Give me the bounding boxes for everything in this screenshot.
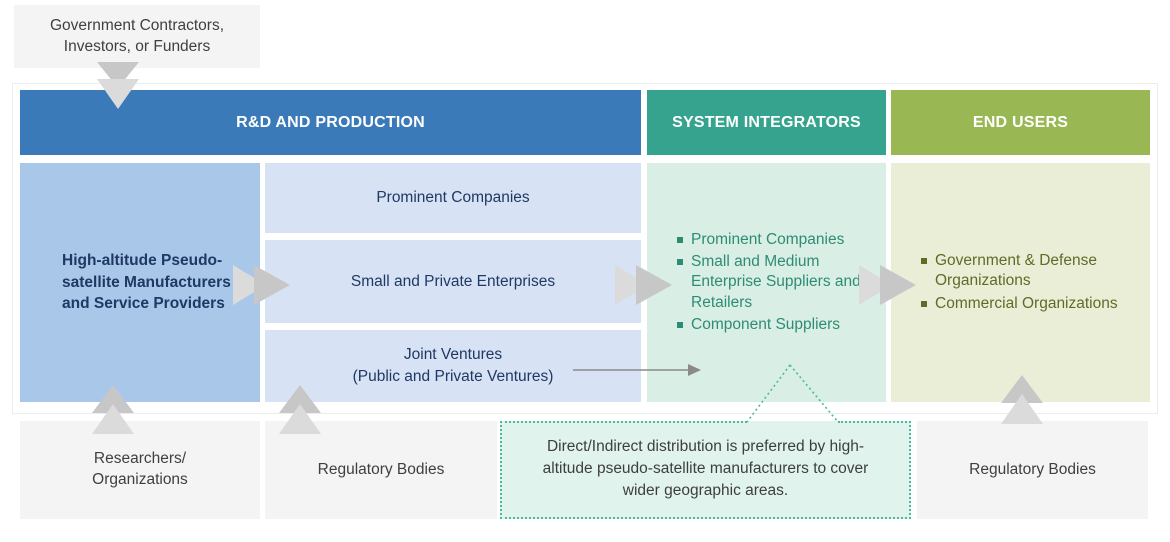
list-item: Small and Medium Enterprise Suppliers an… bbox=[677, 252, 872, 312]
up-arrow-icon bbox=[279, 385, 321, 434]
researchers-box: Researchers/ Organizations bbox=[20, 421, 260, 519]
bullet-square-icon bbox=[677, 321, 683, 328]
right-arrow-icon bbox=[615, 265, 672, 305]
prominent-companies-label: Prominent Companies bbox=[376, 189, 530, 207]
flow-arrow-icon bbox=[573, 364, 701, 376]
list-item: Prominent Companies bbox=[677, 230, 872, 250]
bullet-square-icon bbox=[921, 300, 927, 307]
regulatory-bodies-left-box: Regulatory Bodies bbox=[265, 421, 497, 519]
funders-label: Government Contractors, Investors, or Fu… bbox=[49, 16, 224, 55]
regulatory-bodies-label: Regulatory Bodies bbox=[969, 460, 1096, 478]
list-item-label: Commercial Organizations bbox=[935, 294, 1118, 312]
funders-box: Government Contractors, Investors, or Fu… bbox=[14, 5, 260, 68]
system-integrators-header: SYSTEM INTEGRATORS bbox=[647, 90, 886, 155]
end-users-box: Government & Defense Organizations Comme… bbox=[891, 163, 1150, 402]
bullet-square-icon bbox=[921, 258, 927, 265]
list-item-label: Prominent Companies bbox=[691, 231, 845, 249]
manufacturers-box: High-altitude Pseudo-satellite Manufactu… bbox=[20, 163, 260, 402]
list-item: Component Suppliers bbox=[677, 315, 872, 335]
regulatory-bodies-right-box: Regulatory Bodies bbox=[917, 421, 1148, 519]
list-item-label: Component Suppliers bbox=[691, 315, 841, 333]
list-item: Commercial Organizations bbox=[921, 294, 1140, 314]
callout-border-segment bbox=[838, 421, 911, 423]
system-integrators-box: Prominent Companies Small and Medium Ent… bbox=[647, 163, 886, 402]
researchers-label: Researchers/ Organizations bbox=[92, 450, 188, 488]
list-item-label: Small and Medium Enterprise Suppliers an… bbox=[691, 253, 861, 311]
end-users-list: Government & Defense Organizations Comme… bbox=[921, 249, 1140, 315]
distribution-callout: Direct/Indirect distribution is preferre… bbox=[500, 421, 911, 519]
right-arrow-icon bbox=[233, 265, 290, 305]
end-users-header: END USERS bbox=[891, 90, 1150, 155]
callout-pointer-icon bbox=[746, 364, 839, 423]
rnd-production-header-label: R&D AND PRODUCTION bbox=[236, 113, 425, 131]
distribution-callout-text: Direct/Indirect distribution is preferre… bbox=[542, 438, 869, 499]
end-users-header-label: END USERS bbox=[972, 113, 1069, 131]
callout-border-segment bbox=[500, 421, 747, 423]
prominent-companies-box: Prominent Companies bbox=[265, 163, 641, 233]
right-arrow-icon bbox=[859, 265, 916, 305]
regulatory-bodies-label: Regulatory Bodies bbox=[317, 460, 445, 478]
joint-ventures-label: Joint Ventures (Public and Private Ventu… bbox=[352, 346, 554, 385]
list-item: Government & Defense Organizations bbox=[921, 251, 1140, 291]
small-private-enterprises-label: Small and Private Enterprises bbox=[350, 272, 556, 290]
down-arrow-icon bbox=[97, 62, 139, 109]
system-integrators-list: Prominent Companies Small and Medium Ent… bbox=[677, 228, 872, 337]
up-arrow-icon bbox=[92, 385, 134, 434]
up-arrow-icon bbox=[1001, 375, 1043, 424]
joint-ventures-box: Joint Ventures (Public and Private Ventu… bbox=[265, 330, 641, 402]
bullet-square-icon bbox=[677, 259, 683, 266]
manufacturers-label: High-altitude Pseudo-satellite Manufactu… bbox=[62, 251, 231, 313]
list-item-label: Government & Defense Organizations bbox=[935, 252, 1097, 290]
bullet-square-icon bbox=[677, 237, 683, 244]
system-integrators-header-label: SYSTEM INTEGRATORS bbox=[672, 113, 861, 131]
small-private-enterprises-box: Small and Private Enterprises bbox=[265, 240, 641, 323]
